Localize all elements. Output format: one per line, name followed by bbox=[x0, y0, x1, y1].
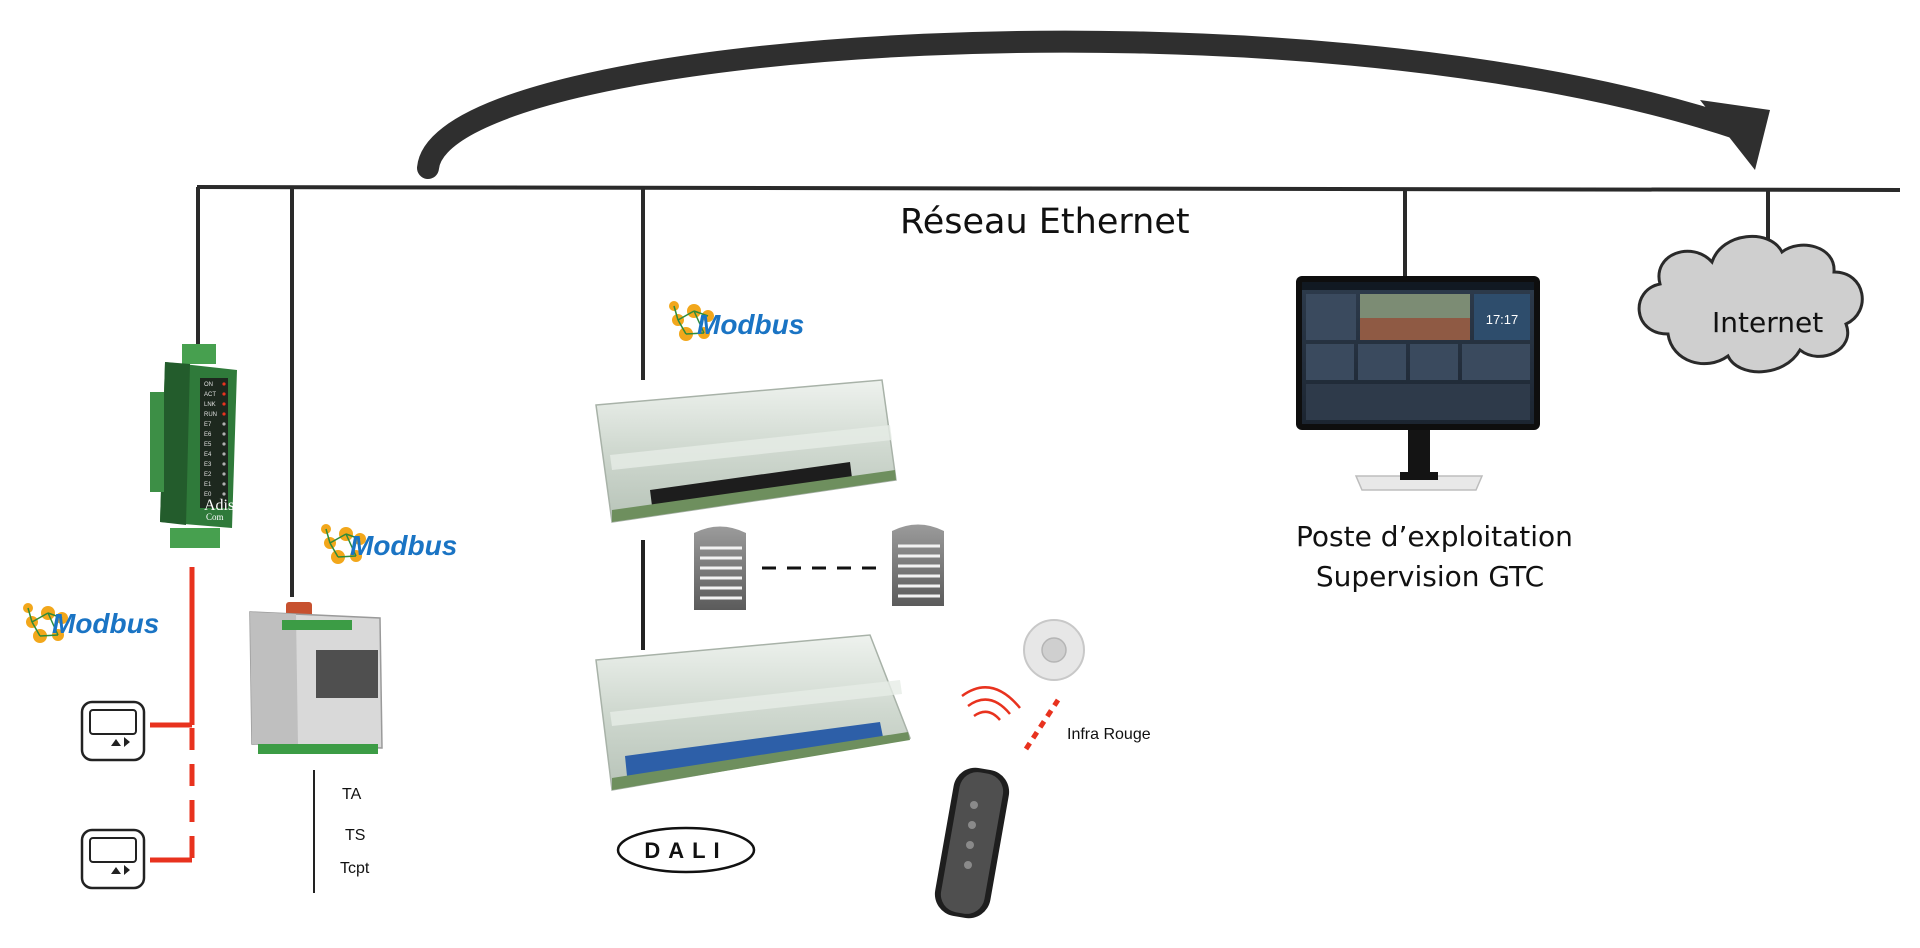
adis-led-indicator bbox=[222, 452, 226, 456]
io-module bbox=[249, 602, 383, 754]
adis-led-indicator bbox=[222, 472, 226, 476]
modbus-logo-middle: Modbus bbox=[320, 523, 457, 565]
adis-led-indicator bbox=[222, 412, 226, 416]
adis-led-label: E5 bbox=[204, 442, 212, 448]
adis-led-label: ON bbox=[204, 382, 213, 388]
adis-led-indicator bbox=[222, 392, 226, 396]
modbus-logo-controller: Modbus bbox=[668, 300, 804, 342]
modbus-logo-controller-text: Modbus bbox=[697, 309, 804, 340]
dali-logo-text: DALI bbox=[644, 838, 727, 863]
supervision-monitor: 17:17 bbox=[1296, 276, 1540, 491]
adis-modbus-gateway bbox=[150, 344, 237, 548]
internet-label: Internet bbox=[1712, 306, 1824, 339]
sensor-label-ta: TA bbox=[342, 786, 362, 803]
monitor-clock: 17:17 bbox=[1486, 312, 1519, 327]
data-flow-arrow-head bbox=[1700, 100, 1770, 170]
adis-led-indicator bbox=[222, 382, 226, 386]
adis-led-indicator bbox=[222, 442, 226, 446]
adis-led-label: E0 bbox=[204, 492, 212, 498]
sensor-label-ts: TS bbox=[345, 827, 366, 844]
room-thermostat-1 bbox=[80, 700, 146, 762]
adis-brand-label: Adis bbox=[204, 497, 234, 514]
adis-led-label: E6 bbox=[204, 432, 212, 438]
room-thermostat-2 bbox=[80, 828, 146, 890]
modbus-logo-left: Modbus bbox=[22, 602, 159, 644]
supervision-label-line1: Poste d’exploitation bbox=[1296, 520, 1573, 553]
supervision-label-line2: Supervision GTC bbox=[1315, 560, 1545, 593]
sensor-label-tcpt: Tcpt bbox=[340, 860, 370, 877]
adis-led-indicator bbox=[222, 462, 226, 466]
room-controller-lower bbox=[595, 634, 912, 791]
roller-blind-right bbox=[892, 524, 944, 606]
adis-led-indicator bbox=[222, 402, 226, 406]
adis-led-label: E1 bbox=[204, 482, 212, 488]
room-controller-upper bbox=[595, 379, 897, 523]
ethernet-backbone bbox=[196, 185, 1901, 597]
infrared-beam bbox=[1023, 698, 1061, 751]
adis-led-label: E2 bbox=[204, 472, 212, 478]
dali-logo: DALI bbox=[616, 826, 756, 874]
infrared-label: Infra Rouge bbox=[1067, 726, 1151, 743]
adis-led-indicator bbox=[222, 422, 226, 426]
ethernet-network-label: Réseau Ethernet bbox=[900, 202, 1190, 242]
modbus-logo-left-text: Modbus bbox=[52, 608, 159, 639]
adis-brand-sub: Com bbox=[206, 512, 224, 522]
data-flow-arrow bbox=[417, 30, 1753, 179]
internet-cloud bbox=[1637, 234, 1864, 374]
adis-led-label: E7 bbox=[204, 422, 212, 428]
modbus-bus bbox=[150, 567, 195, 863]
adis-led-label: E4 bbox=[204, 452, 212, 458]
modbus-logo-middle-text: Modbus bbox=[350, 530, 457, 561]
presence-sensor bbox=[1023, 619, 1085, 681]
adis-led-indicator bbox=[222, 482, 226, 486]
infrared-signal-icon bbox=[961, 686, 1021, 721]
adis-led-label: RUN bbox=[204, 412, 217, 418]
remote-control bbox=[934, 767, 1010, 919]
roller-blind-left bbox=[694, 526, 746, 610]
adis-led-label: LNK bbox=[204, 402, 216, 408]
adis-led-label: E3 bbox=[204, 462, 212, 468]
adis-led-label: ACT bbox=[204, 392, 216, 398]
adis-led-indicator bbox=[222, 492, 226, 496]
adis-led-indicator bbox=[222, 432, 226, 436]
